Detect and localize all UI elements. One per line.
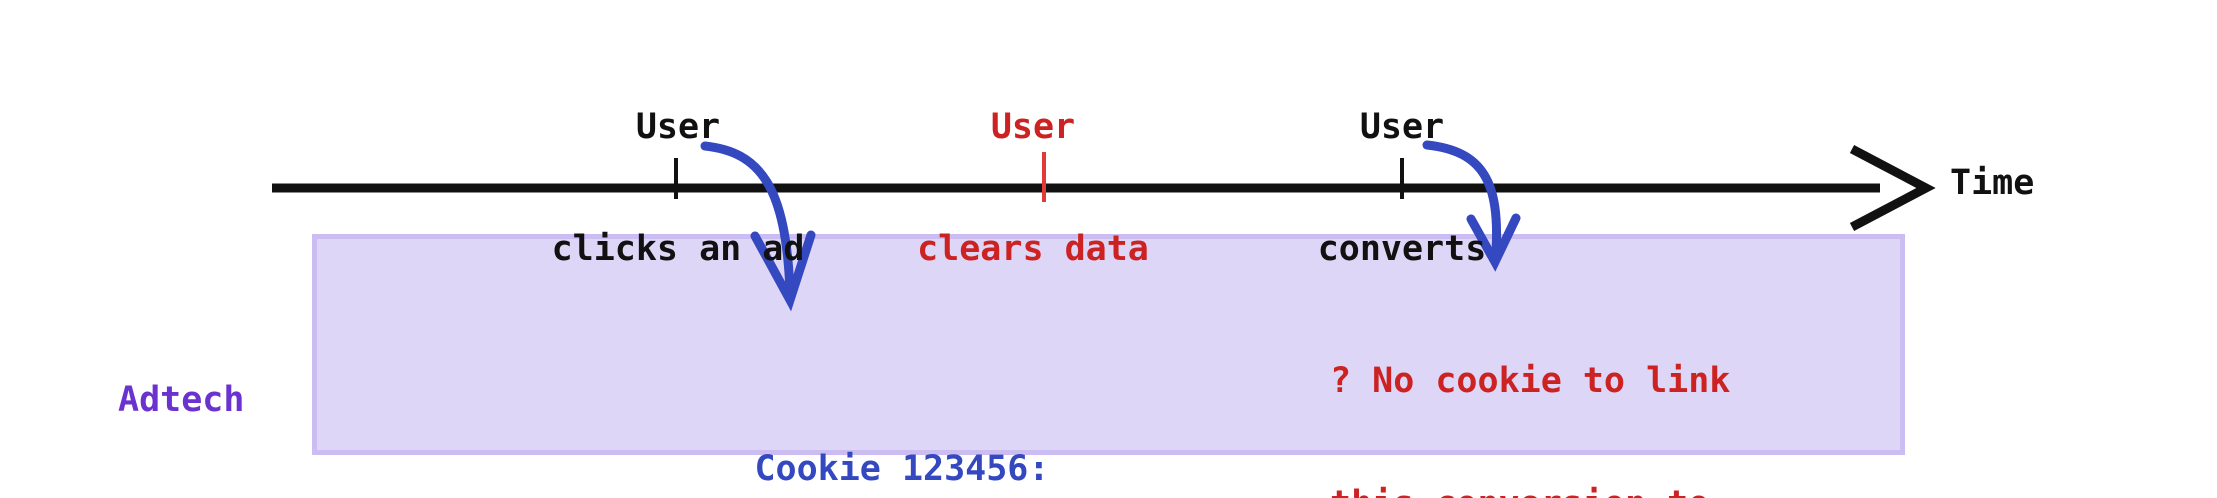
event-label-user-clears-data: User clears data: [902, 26, 1164, 351]
adtech-server-label-line1: Adtech: [118, 380, 245, 420]
event-label-user-converts: User converts: [1275, 26, 1529, 351]
adtech-server-lane-box: [312, 234, 1905, 455]
no-conversion-note-line2: this conversion to: [1330, 484, 1730, 498]
event-label-line1: User: [1359, 107, 1445, 148]
no-conversion-note-line1: ? No cookie to link: [1330, 360, 1731, 401]
event-label-line2: clears data: [917, 228, 1149, 269]
timeline-axis-label: Time: [1950, 163, 2035, 203]
curved-arrow-head-convert-icon: [1466, 213, 1521, 272]
adtech-server-label: Adtech server: [118, 295, 308, 498]
timeline-arrowhead-icon: [1849, 145, 1936, 231]
event-label-user-clicks-an-ad: User clicks an ad: [528, 26, 828, 351]
event-label-line1: User: [635, 107, 721, 148]
curved-arrow-down-icon-click: [700, 141, 795, 297]
cookie-note-line1: Cookie 123456:: [628, 405, 1049, 498]
cookie-note-line1-text: Cookie 123456:: [754, 449, 1050, 490]
event-label-line2: clicks an ad: [551, 228, 805, 269]
no-conversion-note: ? No cookie to link this conversion to ⇒…: [1330, 278, 1730, 498]
event-label-line1: User: [990, 107, 1076, 148]
event-label-line2: converts: [1317, 228, 1487, 269]
curved-arrow-head-click-icon: [750, 230, 816, 312]
cookie-logged-note: Cookie 123456: Ad clicked: [628, 320, 1049, 498]
curved-arrow-down-icon-convert: [1422, 140, 1502, 257]
